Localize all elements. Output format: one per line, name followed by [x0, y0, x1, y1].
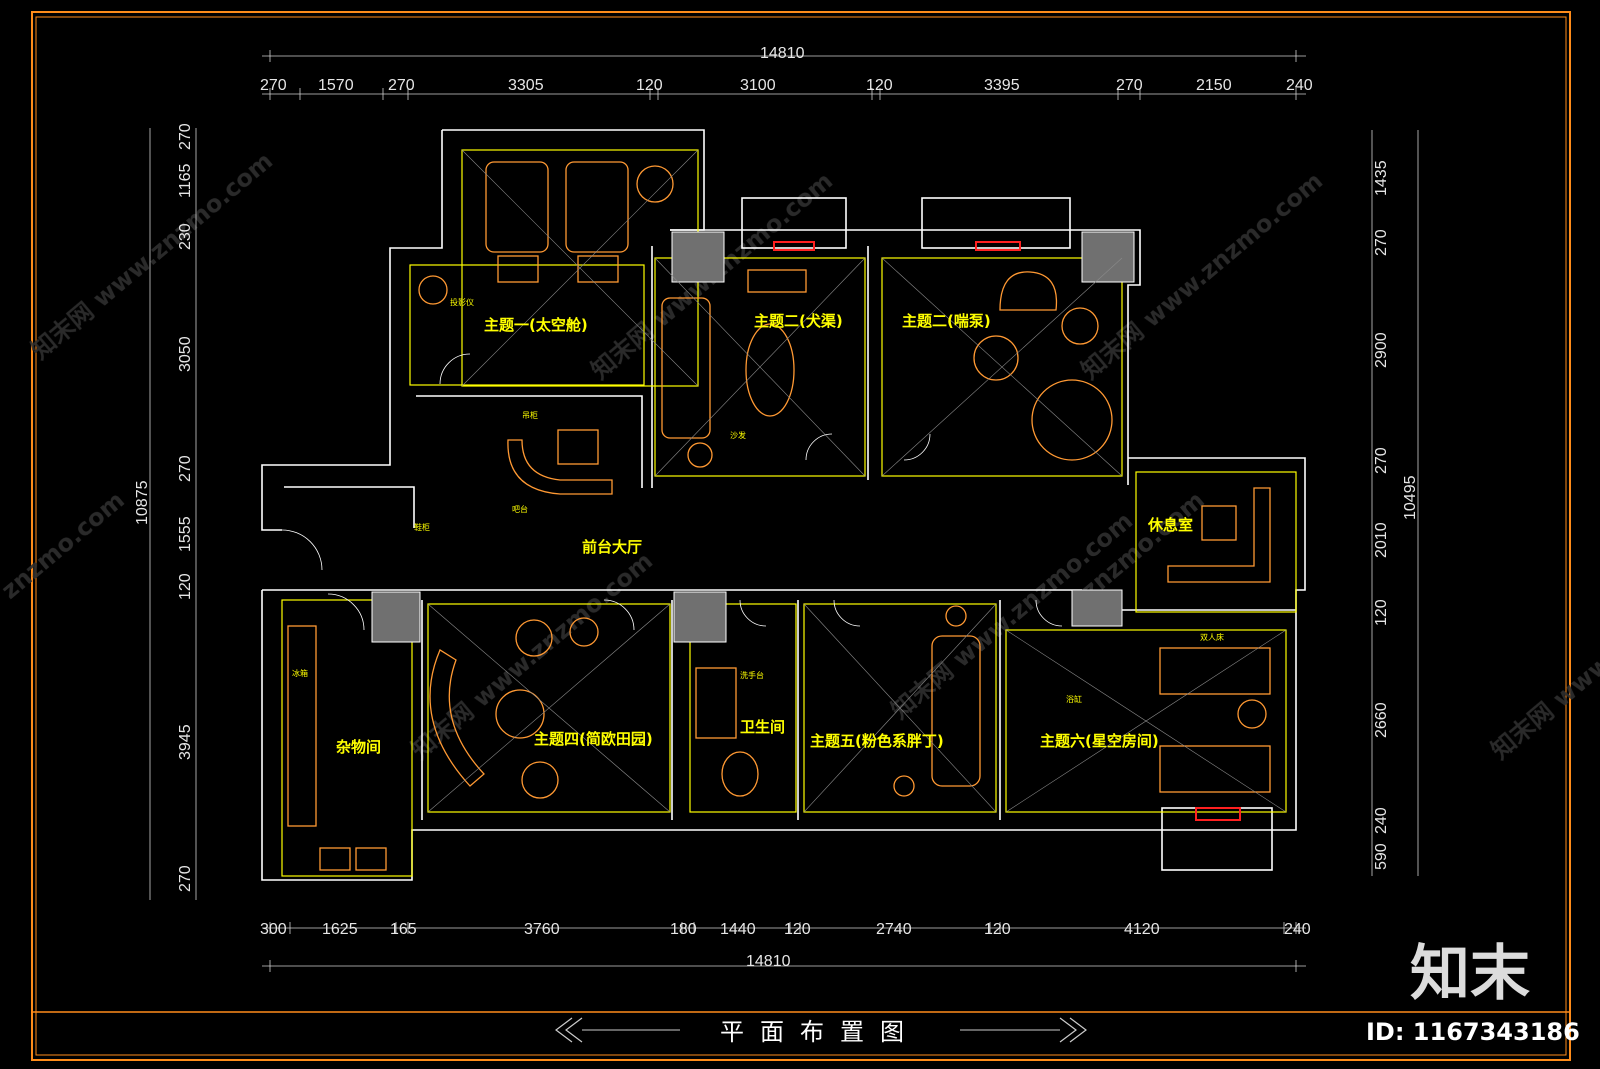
ceiling-lines [427, 149, 1287, 813]
bot-dim-5: 1440 [720, 921, 756, 938]
outer-border [31, 11, 1571, 1061]
overall-width-top: 14810 [760, 45, 805, 62]
note-cabinet: 吊柜 [522, 410, 538, 420]
note-projector: 投影仪 [450, 297, 474, 307]
top-dim-6: 120 [866, 77, 893, 94]
top-dimension-texts: 270 1570 270 3305 120 3100 120 3395 270 2150 240 [260, 77, 1313, 94]
left-dim-6: 120 [177, 573, 194, 600]
top-dim-8: 270 [1116, 77, 1143, 94]
note-sofa: 沙发 [730, 430, 746, 440]
top-dim-0: 270 [260, 77, 287, 94]
room-label-5: 主题五(粉色系胖丁) [810, 732, 944, 750]
right-dim-7: 240 [1373, 807, 1390, 834]
brand-logo: 知末 [1410, 939, 1530, 1009]
right-dim-2: 2900 [1373, 332, 1390, 368]
bot-dim-10: 240 [1284, 921, 1311, 938]
furniture [287, 161, 1271, 871]
left-dimension-texts: 270 1165 230 3050 270 1555 120 3945 270 [177, 123, 194, 892]
walls [261, 129, 1306, 881]
title-chevrons-left [555, 1017, 583, 1043]
room-label-storage: 杂物间 [336, 738, 381, 756]
top-dim-2: 270 [388, 77, 415, 94]
bot-dim-0: 300 [260, 921, 287, 938]
bot-dim-6: 120 [784, 921, 811, 938]
watermarks: 知末网 www.znzmo.com znzmo.com 知末网 www.znzm… [0, 147, 1600, 765]
columns [371, 231, 1135, 643]
room-outlines [281, 149, 1297, 877]
note-basin: 洗手台 [740, 670, 764, 680]
right-dim-1: 270 [1373, 229, 1390, 256]
left-dim-8: 270 [177, 865, 194, 892]
note-fridge: 冰箱 [292, 668, 308, 678]
bot-dim-8: 120 [984, 921, 1011, 938]
right-dim-3: 270 [1373, 447, 1390, 474]
note-bed: 双人床 [1200, 632, 1224, 642]
watermark-1: 知末网 www.znzmo.com [26, 147, 278, 365]
door-swings [281, 353, 1063, 631]
bot-dim-4: 180 [670, 921, 697, 938]
dimension-lines [149, 55, 1419, 967]
top-dim-10: 240 [1286, 77, 1313, 94]
room-label-lounge: 休息室 [1147, 516, 1193, 534]
room-label-2a: 主题二(犬渠) [754, 312, 843, 330]
right-dim-4: 2010 [1373, 522, 1390, 558]
dimension-ticks [269, 50, 1297, 972]
overall-height-right: 10495 [1402, 475, 1419, 520]
top-dim-1: 1570 [318, 77, 354, 94]
top-dim-7: 3395 [984, 77, 1020, 94]
window-marks [773, 241, 1241, 821]
room-label-bath: 卫生间 [740, 718, 785, 736]
drawing-title: 平面布置图 [720, 1018, 920, 1046]
left-dim-5: 1555 [177, 516, 194, 552]
room-label-lobby: 前台大厅 [582, 538, 642, 556]
left-dim-1: 1165 [177, 163, 194, 198]
room-label-1: 主题一(太空舱) [484, 316, 588, 334]
left-dim-3: 3050 [177, 336, 194, 372]
watermark-2: znzmo.com [0, 486, 130, 605]
overall-width-bottom: 14810 [746, 953, 791, 970]
right-dim-8: 590 [1373, 843, 1390, 870]
bot-dim-9: 4120 [1124, 921, 1160, 938]
right-dim-6: 2660 [1373, 702, 1390, 738]
inner-border [35, 16, 1567, 1056]
title-chevrons-right [1059, 1017, 1087, 1043]
watermark-8: 知末网 www.znzmo.com [1486, 547, 1600, 765]
bot-dim-1: 1625 [322, 921, 358, 938]
room-label-4: 主题四(简欧田园) [534, 730, 653, 748]
left-dim-0: 270 [177, 123, 194, 150]
top-dim-9: 2150 [1196, 77, 1232, 94]
bot-dim-3: 3760 [524, 921, 560, 938]
right-dim-0: 1435 [1373, 160, 1390, 196]
right-dimension-texts: 1435 270 2900 270 2010 120 2660 240 590 [1373, 160, 1390, 870]
left-dim-7: 3945 [177, 724, 194, 760]
top-dim-4: 120 [636, 77, 663, 94]
room-label-2b: 主题二(喘泵) [902, 312, 991, 330]
left-dim-4: 270 [177, 455, 194, 482]
top-dim-5: 3100 [740, 77, 776, 94]
bot-dim-7: 2740 [876, 921, 912, 938]
id-label: ID: 1167343186 [1366, 1018, 1580, 1046]
left-dim-2: 230 [177, 223, 194, 250]
note-bath: 浴缸 [1066, 694, 1082, 704]
note-bar: 吧台 [512, 504, 528, 514]
right-dim-5: 120 [1373, 599, 1390, 626]
note-shoe: 鞋柜 [414, 522, 430, 532]
overall-height-left: 10875 [134, 480, 151, 525]
bot-dim-2: 165 [390, 921, 417, 938]
top-dim-3: 3305 [508, 77, 544, 94]
bottom-dimension-texts: 300 1625 165 3760 180 1440 120 2740 120 4120 240 [260, 921, 1311, 938]
room-label-6: 主题六(星空房间) [1040, 732, 1159, 750]
